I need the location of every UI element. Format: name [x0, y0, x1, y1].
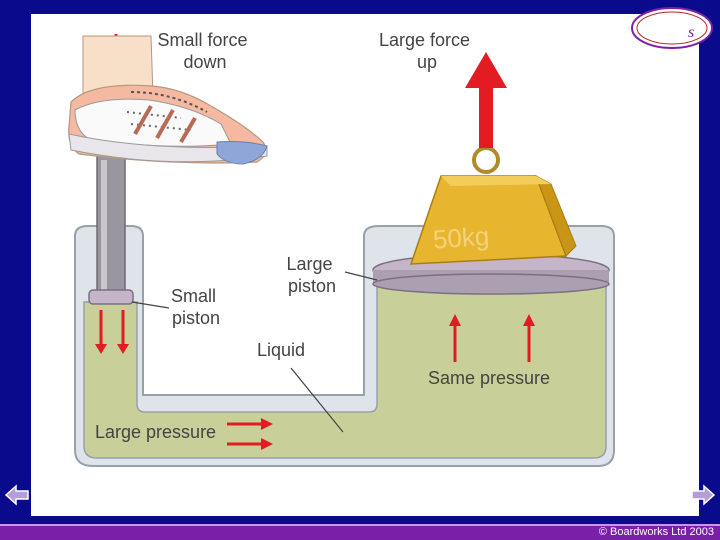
- boardworks-logo: s: [631, 7, 713, 49]
- footer-bar: © Boardworks Ltd 2003: [0, 524, 720, 540]
- liquid-leader: [290, 367, 344, 433]
- liquid-label: Liquid: [257, 340, 305, 360]
- large-pressure-label: Large pressure: [95, 422, 216, 442]
- weight-label: 50kg: [432, 221, 490, 255]
- large-piston-leader: [344, 271, 378, 281]
- large-piston-label: Large piston: [286, 254, 337, 296]
- small-piston-head: [88, 289, 134, 305]
- large-force-label: Large force up: [379, 30, 475, 72]
- large-force-arrow: [465, 52, 507, 148]
- weight-ring: [472, 146, 500, 174]
- slide-panel: 50kg: [31, 14, 699, 516]
- copyright-text: © Boardworks Ltd 2003: [598, 526, 714, 538]
- small-force-label: Small force down: [157, 30, 252, 72]
- large-pressure-arrows: [227, 418, 273, 450]
- logo-text: s: [688, 24, 694, 41]
- arrow-left-icon[interactable]: [4, 482, 30, 508]
- arrow-right-icon[interactable]: [690, 482, 716, 508]
- same-pressure-arrows: [449, 314, 535, 362]
- small-piston-leader: [131, 301, 170, 309]
- small-piston-label: Small piston: [171, 286, 221, 328]
- small-piston-pressure-arrows: [95, 310, 129, 354]
- same-pressure-label: Same pressure: [428, 368, 550, 388]
- hydraulic-press-diagram: 50kg: [68, 30, 615, 467]
- shoe-icon: [68, 35, 268, 165]
